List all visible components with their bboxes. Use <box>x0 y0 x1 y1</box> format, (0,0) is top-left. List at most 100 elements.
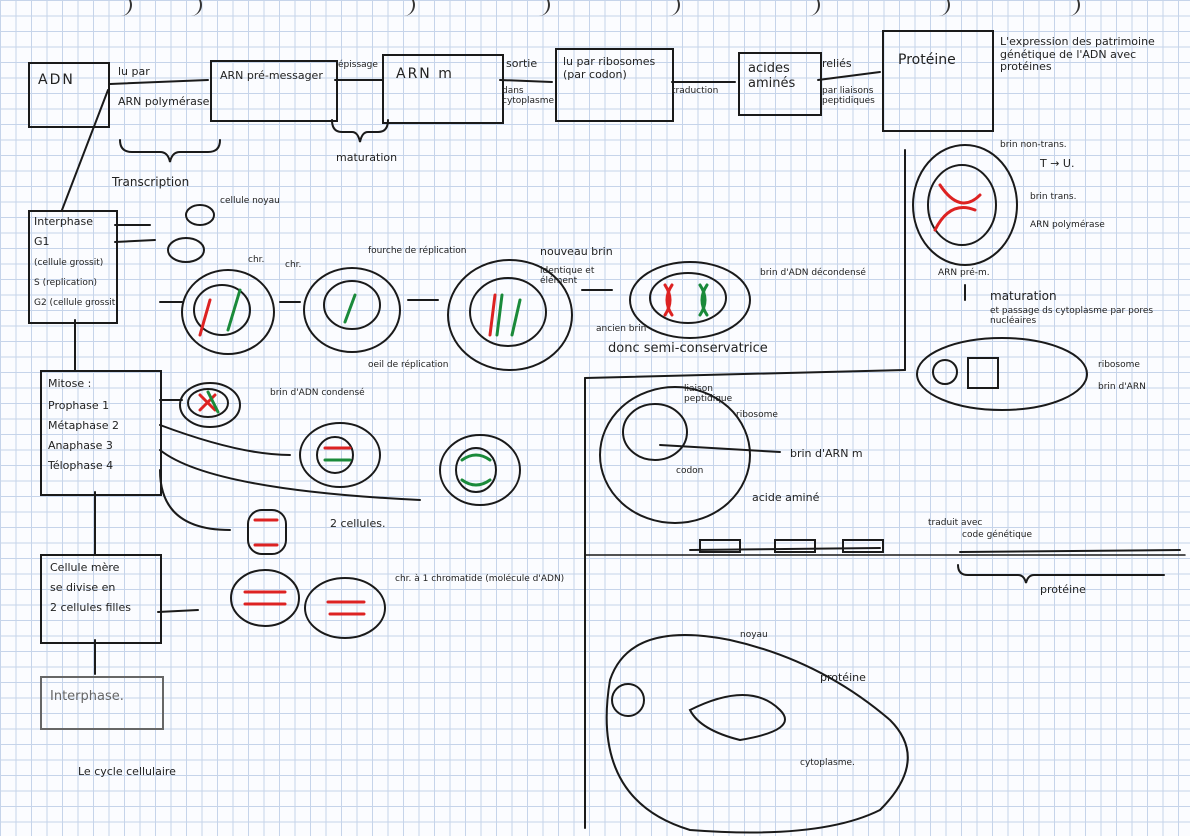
cellule-mere-l1: Cellule mère <box>50 561 120 574</box>
cell <box>439 434 521 506</box>
chromosome <box>326 600 366 616</box>
liaison-label: liaison peptidique <box>684 384 733 405</box>
lu-par-label: lu par <box>118 65 150 78</box>
arrow <box>61 89 109 211</box>
arn-strand <box>938 183 982 205</box>
box-arn-premessager: ARN pré-messager <box>210 60 338 122</box>
brin-adn-condense-label: brin d'ADN condensé <box>270 388 365 398</box>
arn-polymerase-label: ARN polymérase <box>118 95 210 108</box>
cell <box>303 267 401 353</box>
nucleus <box>455 447 497 493</box>
arn-strand <box>933 206 977 232</box>
lu-par-ribosomes-label: lu par ribosomes (par codon) <box>563 55 656 81</box>
traduit-label: traduit avec <box>928 518 983 528</box>
protein <box>688 694 786 742</box>
binder-hole <box>1060 0 1080 16</box>
transcription-label: Transcription <box>112 175 190 189</box>
box-arnm: ARN m <box>382 54 504 124</box>
ribosome <box>967 357 999 389</box>
nucleus <box>649 272 727 324</box>
binder-hole <box>930 0 950 16</box>
binder-hole <box>182 0 202 16</box>
passage-label: et passage ds cytoplasme par pores nuclé… <box>990 306 1154 327</box>
cellule-mere-l3: 2 cellules filles <box>50 601 131 614</box>
cell <box>299 422 381 488</box>
par-liaisons-label: par liaisons peptidiques <box>822 86 875 107</box>
binder-hole <box>530 0 550 16</box>
box-proteine: Protéine <box>882 30 994 132</box>
cell <box>916 337 1088 411</box>
mrna <box>659 444 781 453</box>
nucleus <box>187 388 229 418</box>
box-interphase: Interphase G1 (cellule grossit) S (repli… <box>28 210 119 324</box>
nucleus <box>932 359 958 385</box>
chromosome <box>253 518 279 547</box>
cell <box>179 382 241 428</box>
brace <box>957 564 1165 584</box>
cell <box>230 569 300 627</box>
g1-label: G1 <box>34 235 50 248</box>
g2-label: G2 (cellule grossit) <box>34 298 119 308</box>
chr-label-2: chr. <box>285 260 302 270</box>
codon <box>774 539 816 553</box>
brace <box>331 119 389 143</box>
arrow <box>499 79 553 83</box>
chromosome <box>243 590 287 606</box>
interphase-title: Interphase <box>34 215 94 228</box>
arrow <box>109 79 209 85</box>
arn-premessager-label: ARN pré-messager <box>220 69 323 82</box>
ribosome <box>622 403 688 461</box>
acide-amine-label: acide aminé <box>752 491 820 504</box>
arnm-label: ARN m <box>396 66 454 82</box>
chromosome <box>460 453 492 487</box>
arrow <box>159 449 421 501</box>
cell <box>185 204 215 226</box>
chromosome <box>488 293 497 337</box>
nucleus <box>323 280 381 330</box>
chromosome <box>198 393 217 412</box>
chromosome <box>698 283 709 317</box>
chr-label-1: chr. <box>248 255 265 265</box>
anaphase-label: Anaphase 3 <box>48 439 113 452</box>
box-cellule-mere: Cellule mère se divise en 2 cellules fil… <box>40 554 162 644</box>
nucleus <box>611 683 645 717</box>
cell <box>629 261 751 339</box>
mrna <box>689 547 881 551</box>
nucleus <box>927 164 997 246</box>
arrow <box>114 239 156 243</box>
binder-hole <box>112 0 132 16</box>
arn-polymerase-note: ARN polymérase <box>1030 220 1105 230</box>
chromosome <box>206 390 220 414</box>
cell <box>181 269 275 355</box>
cycle-cellulaire-label: Le cycle cellulaire <box>78 765 176 778</box>
box-mitose: Mitose : Prophase 1 Métaphase 2 Anaphase… <box>40 370 162 496</box>
codon <box>842 539 884 553</box>
oeil-label: oeil de réplication <box>368 360 449 370</box>
binder-hole <box>395 0 415 16</box>
arrow <box>157 609 199 613</box>
chromosome <box>343 293 357 324</box>
traduction-label: traduction <box>672 86 719 96</box>
arrow <box>159 469 231 531</box>
arrow <box>817 71 881 81</box>
proteine-2-label: protéine <box>820 671 866 684</box>
binder-hole <box>660 0 680 16</box>
chr-chromatide-label: chr. à 1 chromatide (molécule d'ADN) <box>395 574 565 584</box>
box-ribosomes: lu par ribosomes (par codon) <box>555 48 674 122</box>
box-acides-amines: acides aminés <box>738 52 822 116</box>
ancien-brin-label: ancien brin <box>596 324 647 334</box>
s-label: S (replication) <box>34 278 98 288</box>
sortie-label: sortie <box>506 57 538 70</box>
brin-arnm-label: brin d'ARN <box>1098 382 1146 392</box>
cell <box>304 577 386 639</box>
maturation-right-label: maturation <box>990 289 1057 303</box>
ribosome-label: ribosome <box>1098 360 1140 370</box>
chromosome <box>510 298 522 337</box>
brin-arnm-2-label: brin d'ARN m <box>790 447 863 460</box>
noyau-label: noyau <box>740 630 768 640</box>
brin-adn-decondense-label: brin d'ADN décondensé <box>760 268 866 278</box>
identique-label: identique et élément <box>540 266 595 287</box>
proteine-right-label: protéine <box>1040 583 1086 596</box>
chromosome <box>663 283 674 317</box>
nouveau-brin-label: nouveau brin <box>540 245 613 258</box>
